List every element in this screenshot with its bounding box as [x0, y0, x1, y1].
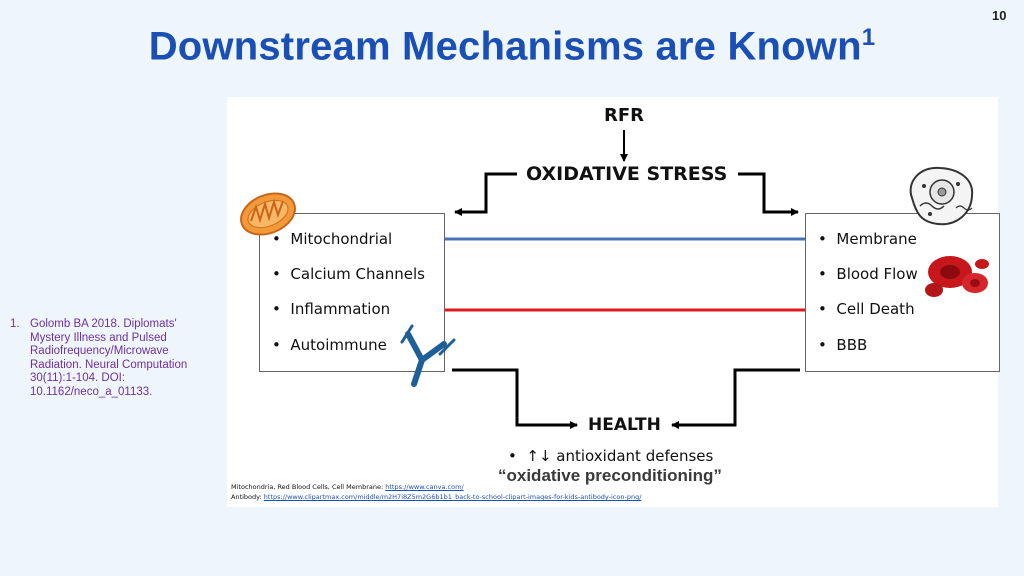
cell-membrane-icon: [909, 166, 974, 226]
image-credit-line-1: Mitochondria, Red Blood Cells, Cell Memb…: [231, 483, 464, 491]
oxidative-stress-label: OXIDATIVE STRESS: [526, 163, 728, 185]
mitochondrion-icon: [240, 192, 296, 236]
reference-footnote: 1. Golomb BA 2018. Diplomats' Mystery Il…: [10, 318, 210, 399]
left-item-autoimmune: • Autoimmune: [272, 336, 387, 354]
reference-text: Golomb BA 2018. Diplomats' Mystery Illne…: [30, 318, 188, 398]
oxidative-to-left-arrow: [454, 172, 517, 216]
clipartmax-link[interactable]: https://www.clipartmax.com/middle/m2H7i8…: [263, 493, 642, 501]
left-item-mitochondrial: • Mitochondrial: [272, 230, 393, 248]
right-item-cell-death: • Cell Death: [818, 300, 915, 318]
left-item-inflammation: • Inflammation: [272, 300, 391, 318]
oxidative-preconditioning-quote: “oxidative preconditioning”: [498, 466, 722, 485]
health-label: HEALTH: [588, 415, 661, 435]
slide-number: 10: [992, 8, 1007, 23]
oxidative-to-right-arrow: [738, 172, 799, 216]
canva-link[interactable]: https://www.canva.com/: [385, 483, 464, 491]
right-mechanisms-box: [805, 213, 1000, 372]
right-item-membrane: • Membrane: [818, 230, 917, 248]
reference-number: 1.: [10, 318, 20, 330]
left-to-health-arrow: [452, 368, 578, 429]
image-credit-line-2: Antibody: https://www.clipartmax.com/mid…: [231, 493, 642, 501]
title-footnote-marker: 1: [861, 24, 876, 51]
antioxidant-defenses-item: • ↑↓ antioxidant defenses: [508, 447, 714, 465]
rfr-label: RFR: [604, 105, 645, 126]
left-item-calcium-channels: • Calcium Channels: [272, 265, 425, 283]
right-item-blood-flow: • Blood Flow: [818, 265, 918, 283]
red-blood-cells-icon: [925, 256, 989, 297]
right-to-health-arrow: [671, 368, 800, 429]
antibody-icon: [400, 324, 456, 387]
slide-title: Downstream Mechanisms are Known1: [0, 24, 1024, 69]
slide-title-text: Downstream Mechanisms are Known: [148, 24, 862, 69]
right-item-bbb: • BBB: [818, 336, 868, 354]
